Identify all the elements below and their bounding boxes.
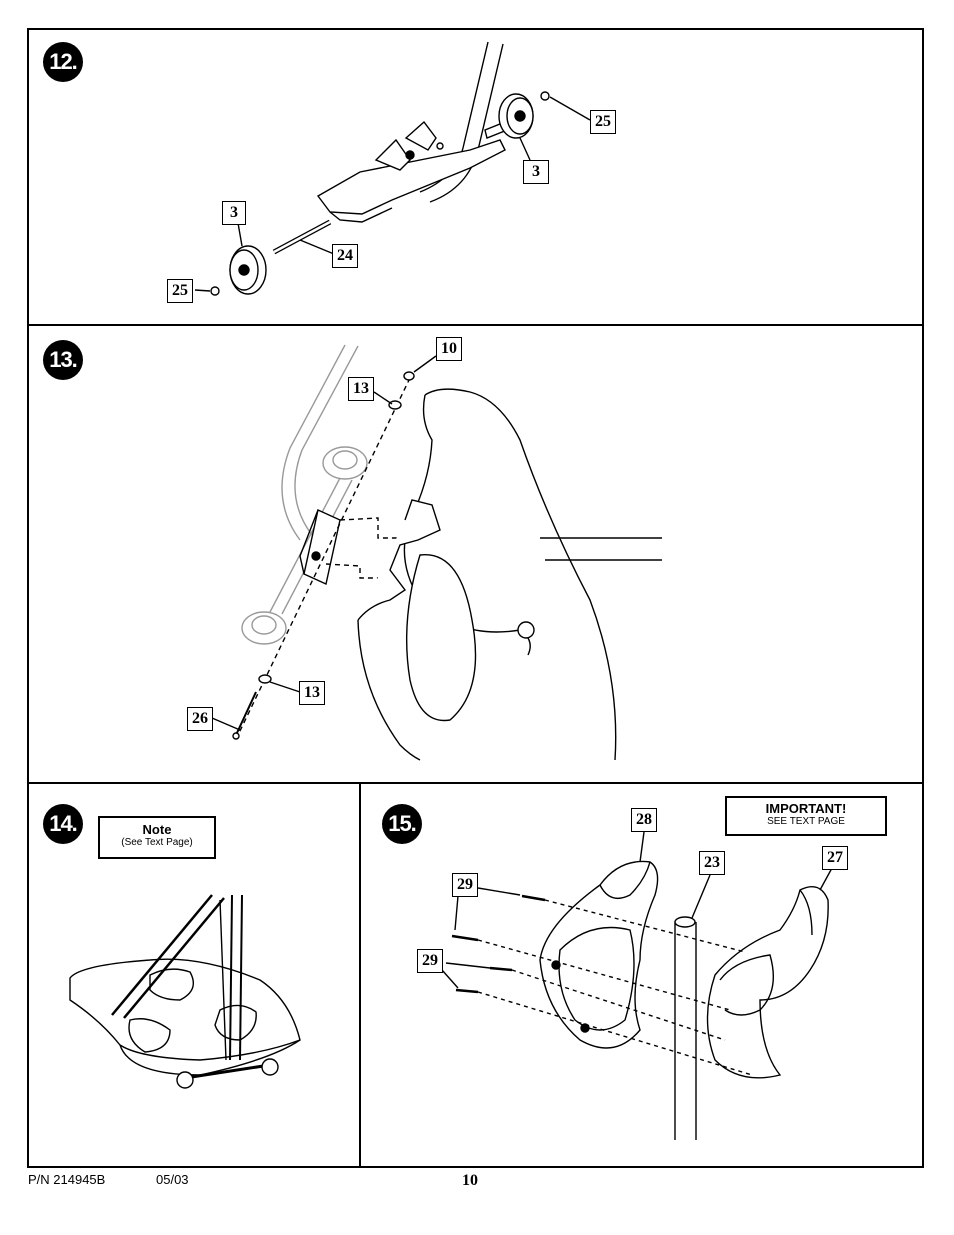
important-subtitle: SEE TEXT PAGE bbox=[767, 816, 845, 827]
part-callout-13: 13 bbox=[299, 681, 325, 705]
step13-illustration bbox=[211, 344, 662, 761]
step-badge-15: 15. bbox=[382, 804, 422, 844]
important-title: IMPORTANT! bbox=[765, 801, 847, 816]
part-callout-3: 3 bbox=[523, 160, 549, 184]
note-box: Note (See Text Page) bbox=[98, 816, 216, 859]
part-callout-29: 29 bbox=[417, 949, 443, 973]
part-callout-23: 23 bbox=[699, 851, 725, 875]
page-number: 10 bbox=[462, 1172, 478, 1189]
part-callout-10: 10 bbox=[436, 337, 462, 361]
note-title: Note bbox=[142, 822, 172, 837]
step-badge-13: 13. bbox=[43, 340, 83, 380]
step15-illustration bbox=[441, 831, 833, 1140]
part-callout-3: 3 bbox=[222, 201, 246, 225]
part-callout-28: 28 bbox=[631, 808, 657, 832]
divider-13-14 bbox=[27, 782, 924, 784]
part-callout-25: 25 bbox=[167, 279, 193, 303]
important-box: IMPORTANT! SEE TEXT PAGE bbox=[725, 796, 887, 836]
part-callout-29: 29 bbox=[452, 873, 478, 897]
divider-14-15 bbox=[359, 782, 361, 1168]
note-subtitle: (See Text Page) bbox=[121, 837, 193, 848]
page-frame bbox=[27, 28, 924, 1168]
step-badge-14: 14. bbox=[43, 804, 83, 844]
step-badge-12: 12. bbox=[43, 42, 83, 82]
step14-illustration bbox=[69, 894, 301, 1089]
part-callout-25: 25 bbox=[590, 110, 616, 134]
part-number: P/N 214945B bbox=[28, 1172, 106, 1187]
part-callout-27: 27 bbox=[822, 846, 848, 870]
divider-12-13 bbox=[27, 324, 924, 326]
revision-date: 05/03 bbox=[156, 1172, 189, 1187]
part-callout-24: 24 bbox=[332, 244, 358, 268]
part-callout-26: 26 bbox=[187, 707, 213, 731]
part-callout-13: 13 bbox=[348, 377, 374, 401]
step12-illustration bbox=[194, 41, 591, 296]
